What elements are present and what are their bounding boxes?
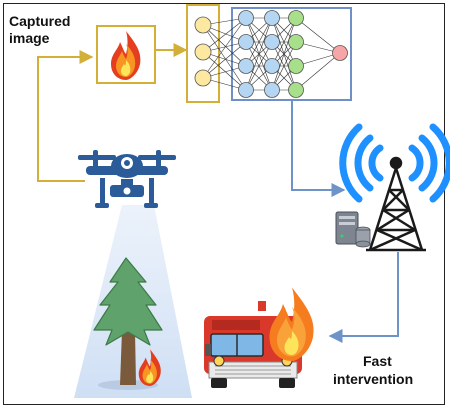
- captured-image-label-line2: image: [9, 30, 50, 46]
- input-neuron: [194, 43, 212, 61]
- capture-arrow: [37, 50, 94, 182]
- hidden-neuron: [264, 10, 280, 26]
- hidden-neuron: [288, 82, 304, 98]
- hidden-neuron: [288, 34, 304, 50]
- drone-icon: [78, 150, 176, 208]
- small-fire-icon: [138, 349, 161, 386]
- hidden-neuron: [238, 82, 254, 98]
- fast-intervention-label-line2: intervention: [333, 371, 414, 387]
- network-to-antenna-arrow: [291, 100, 346, 197]
- signal-waves-icon: [339, 123, 450, 203]
- output-neuron: [332, 45, 348, 61]
- fire-icon: [111, 31, 141, 80]
- input-neuron: [194, 16, 212, 34]
- hidden-neuron: [238, 10, 254, 26]
- hidden-neuron: [264, 34, 280, 50]
- neural-network-icon: [186, 4, 352, 103]
- diagram-frame: [3, 3, 445, 405]
- hidden-neuron: [238, 58, 254, 74]
- hidden-neuron: [238, 34, 254, 50]
- large-fire-icon: [269, 287, 314, 361]
- input-neuron: [194, 69, 212, 87]
- input-layer-box: [186, 4, 220, 103]
- hidden-neuron: [264, 82, 280, 98]
- fast-intervention-label-line1: Fast: [363, 353, 392, 369]
- server-icon: [335, 211, 371, 248]
- hidden-neuron: [264, 58, 280, 74]
- antenna-tower-icon: [366, 156, 426, 252]
- hidden-neuron: [288, 58, 304, 74]
- captured-image-label-line1: Captured: [9, 13, 71, 29]
- hidden-neuron: [288, 10, 304, 26]
- antenna-to-truck-arrow: [328, 252, 399, 343]
